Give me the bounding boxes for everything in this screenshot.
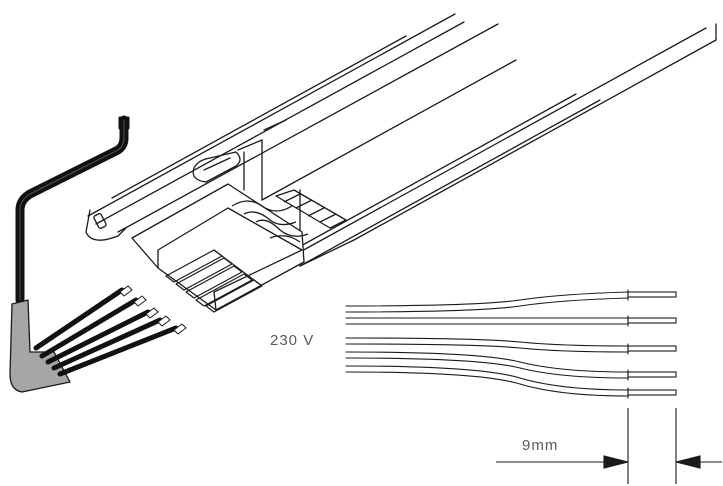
voltage-label: 230 V [270,332,314,349]
terminal-block[interactable] [131,183,347,313]
luminaire-housing [85,13,717,267]
mains-cable [9,115,187,393]
strip-length-label: 9mm [522,437,558,454]
conductor-tips [119,285,187,335]
terminal-slots [165,249,263,313]
strip-length-dimension [496,408,722,484]
conductor-detail [345,289,677,399]
cable-conductors [33,287,179,377]
